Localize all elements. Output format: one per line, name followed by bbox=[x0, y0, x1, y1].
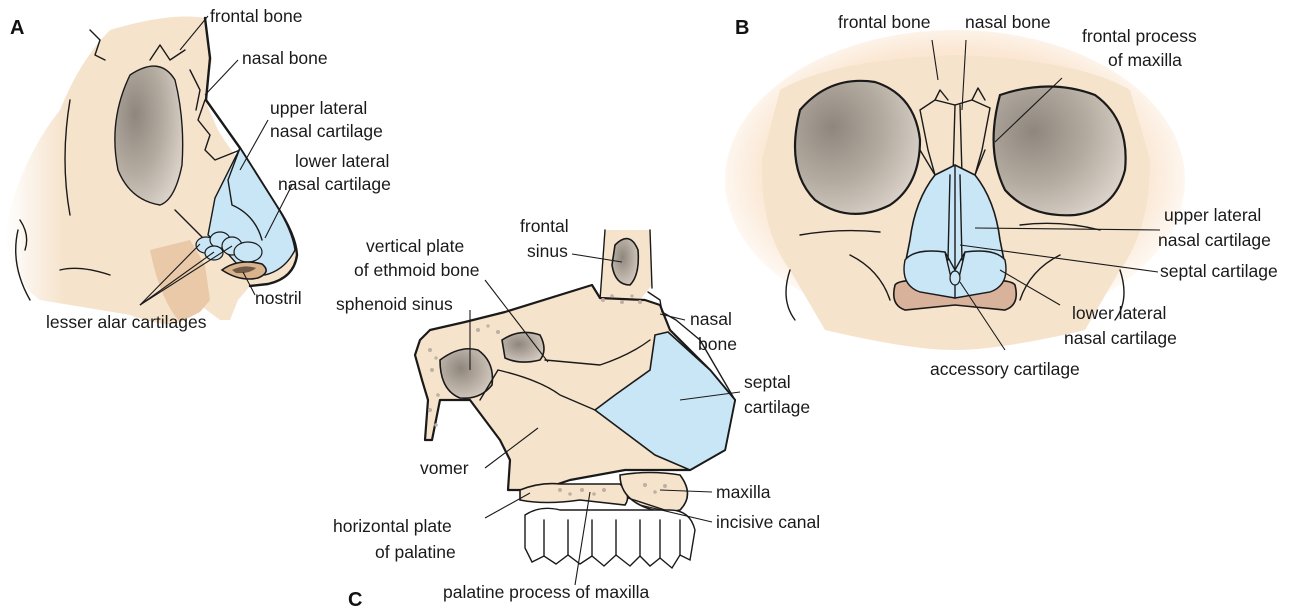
panel-label-b: B bbox=[735, 17, 749, 39]
label-c-nasal-bone-1: nasal bbox=[690, 309, 732, 329]
label-b-frontal-bone: frontal bone bbox=[838, 12, 930, 32]
frontal-sinus-c bbox=[612, 239, 638, 285]
orbit-left-b bbox=[795, 81, 920, 214]
label-b-upper-lateral-1: upper lateral bbox=[1164, 205, 1261, 225]
label-c-incisive-canal: incisive canal bbox=[716, 512, 820, 532]
label-c-horizontal-plate-1: horizontal plate bbox=[333, 516, 452, 536]
label-a-nasal-bone: nasal bone bbox=[242, 48, 328, 68]
label-c-horizontal-plate-2: of palatine bbox=[375, 542, 456, 562]
label-a-lower-lateral-1: lower lateral bbox=[295, 151, 389, 171]
label-b-septal-cartilage: septal cartilage bbox=[1160, 261, 1278, 281]
label-c-nasal-bone-2: bone bbox=[698, 334, 737, 354]
label-b-nasal-bone: nasal bone bbox=[965, 12, 1051, 32]
label-a-upper-lateral-2: nasal cartilage bbox=[270, 121, 383, 141]
label-b-lower-lateral-1: lower lateral bbox=[1072, 303, 1166, 323]
label-c-maxilla: maxilla bbox=[716, 482, 771, 502]
label-b-upper-lateral-2: nasal cartilage bbox=[1158, 230, 1271, 250]
label-a-frontal-bone: frontal bone bbox=[210, 6, 302, 26]
panel-b-frontal-view: B frontal bone nasal bone frontal proces… bbox=[725, 12, 1278, 379]
label-a-lower-lateral-2: nasal cartilage bbox=[278, 174, 391, 194]
panel-label-c: C bbox=[348, 589, 362, 610]
label-c-septal-2: cartilage bbox=[744, 397, 810, 417]
label-c-vertical-plate-1: vertical plate bbox=[366, 236, 464, 256]
label-b-lower-lateral-2: nasal cartilage bbox=[1064, 328, 1177, 348]
horizontal-plate-palatine bbox=[520, 484, 628, 505]
orbit-right-b bbox=[994, 87, 1126, 216]
label-a-lesser-alar: lesser alar cartilages bbox=[46, 312, 207, 332]
panel-label-a: A bbox=[10, 17, 24, 39]
label-c-vomer: vomer bbox=[420, 458, 469, 478]
label-c-vertical-plate-2: of ethmoid bone bbox=[354, 260, 480, 280]
sphenoid-sinus-2-c bbox=[502, 332, 544, 362]
label-b-frontal-process-1: frontal process bbox=[1082, 26, 1197, 46]
label-c-septal-1: septal bbox=[744, 372, 791, 392]
label-b-frontal-process-2: of maxilla bbox=[1108, 50, 1182, 70]
label-a-upper-lateral-1: upper lateral bbox=[270, 98, 367, 118]
label-c-palatine-process: palatine process of maxilla bbox=[443, 582, 649, 602]
label-a-nostril: nostril bbox=[255, 288, 302, 308]
label-c-frontal-sinus-2: sinus bbox=[527, 241, 568, 261]
panel-c-septum-view: C frontal sinus vertical plate of ethmoi… bbox=[333, 216, 820, 610]
label-c-frontal-sinus-1: frontal bbox=[520, 216, 569, 236]
label-c-sphenoid-sinus: sphenoid sinus bbox=[336, 294, 453, 314]
panel-a-lateral-view: A frontal bone nasal bone upper lateral … bbox=[5, 6, 391, 332]
upper-teeth-row bbox=[525, 508, 695, 568]
accessory-cartilage-b bbox=[950, 271, 960, 285]
label-b-accessory-cartilage: accessory cartilage bbox=[930, 359, 1080, 379]
